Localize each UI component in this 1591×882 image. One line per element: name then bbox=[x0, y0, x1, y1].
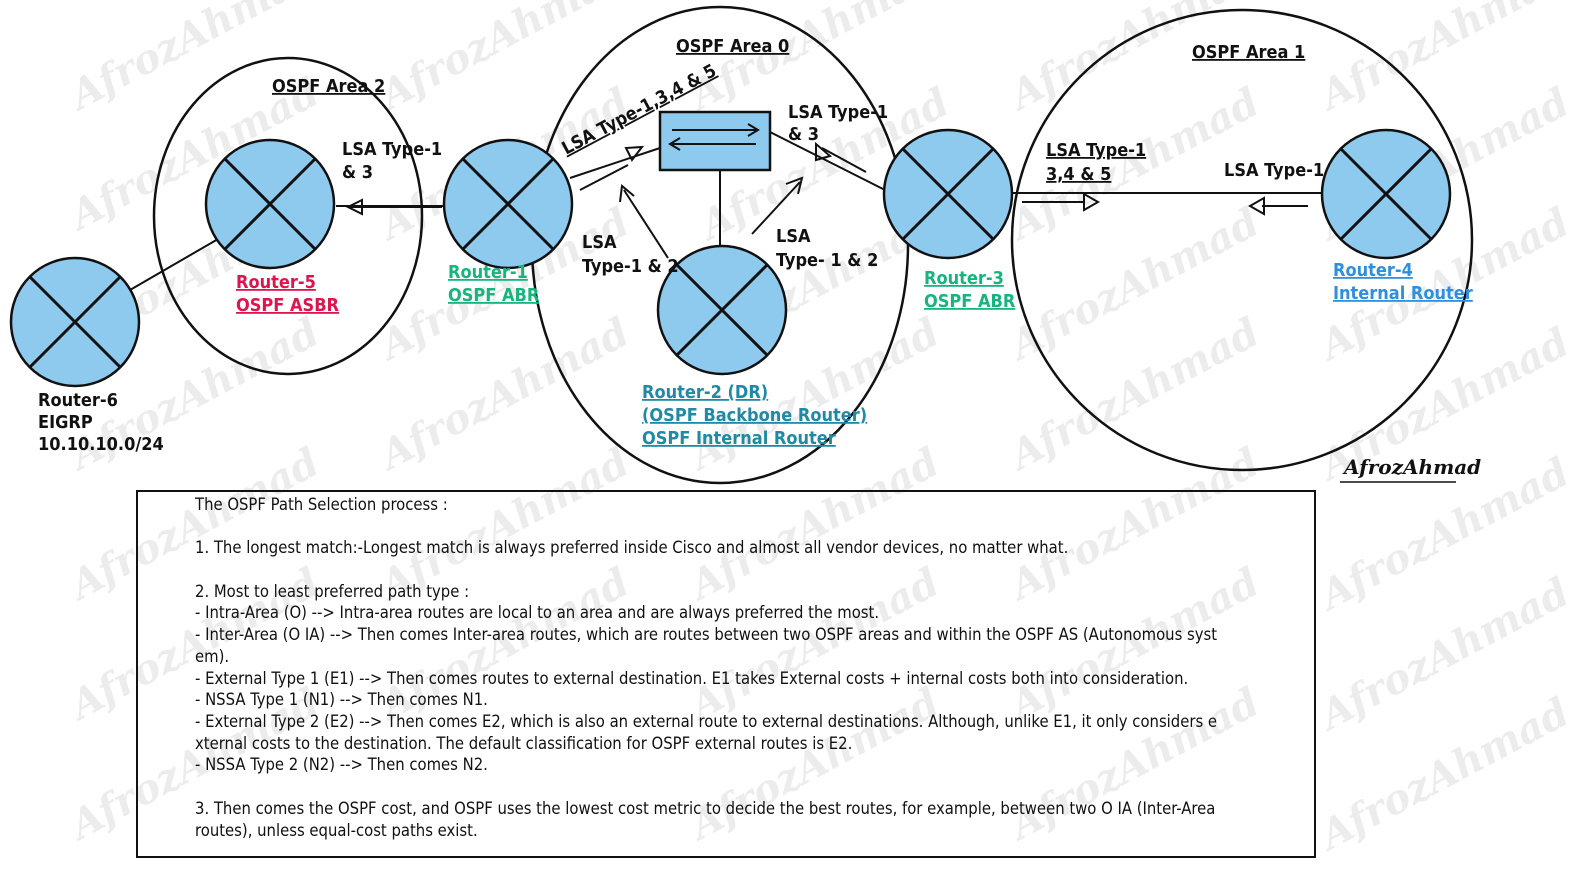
router6-proto: EIGRP bbox=[38, 412, 93, 433]
router2-role: (OSPF Backbone Router) bbox=[642, 405, 867, 426]
lsa-router2-right-line1: LSA bbox=[776, 226, 811, 247]
arrow-area1-left-lsa bbox=[1022, 192, 1101, 212]
lsa-router2-right-line2: Type- 1 & 2 bbox=[776, 250, 878, 271]
router1-name: Router-1 bbox=[448, 262, 528, 283]
router1-icon bbox=[442, 138, 574, 270]
router3-name: Router-3 bbox=[924, 268, 1004, 289]
router6-network: 10.10.10.0/24 bbox=[38, 434, 164, 455]
router2-role2: OSPF Internal Router bbox=[642, 428, 836, 449]
rule-ospf-cost: 3. Then comes the OSPF cost, and OSPF us… bbox=[195, 798, 1216, 818]
lsa-area1-right: LSA Type-1 bbox=[1224, 160, 1324, 181]
path-type-e1: - External Type 1 (E1) --> Then comes ro… bbox=[195, 668, 1189, 688]
rule-longest-match: 1. The longest match:-Longest match is a… bbox=[195, 538, 1069, 558]
lsa-router2-left-line1: LSA bbox=[582, 232, 617, 253]
lsa-area1-left-line2: 3,4 & 5 bbox=[1046, 164, 1111, 185]
arrow-area2-lsa bbox=[345, 198, 442, 216]
router5-icon bbox=[204, 138, 336, 270]
switch-icon bbox=[658, 110, 772, 172]
lsa-router2-left-line2: Type-1 & 2 bbox=[582, 256, 679, 277]
path-type-n2: - NSSA Type 2 (N2) --> Then comes N2. bbox=[195, 755, 488, 775]
path-type-e2: - External Type 2 (E2) --> Then comes E2… bbox=[195, 712, 1218, 731]
router6-icon bbox=[9, 256, 141, 388]
router5-role: OSPF ASBR bbox=[236, 295, 340, 316]
path-type-inter-area: - Inter-Area (O IA) --> Then comes Inter… bbox=[195, 625, 1218, 645]
author-signature: AfrozAhmad bbox=[1342, 455, 1481, 479]
router3-icon bbox=[882, 128, 1014, 260]
area1-boundary bbox=[1010, 8, 1474, 472]
router4-role: Internal Router bbox=[1333, 283, 1473, 304]
area0-title: OSPF Area 0 bbox=[676, 36, 789, 57]
rule-path-type-heading: 2. Most to least preferred path type : bbox=[195, 581, 470, 601]
link-router6-router5 bbox=[129, 234, 226, 291]
lsa-area1-left-line1: LSA Type-1 bbox=[1046, 140, 1146, 161]
arrow-router3-lsa bbox=[815, 141, 867, 173]
router6-name: Router-6 bbox=[38, 390, 118, 411]
lsa-router3-line1: LSA Type-1 bbox=[788, 102, 888, 123]
router1-role: OSPF ABR bbox=[448, 285, 540, 306]
rule-ospf-cost-cont: routes), unless equal-cost paths exist. bbox=[195, 820, 478, 840]
arrow-router2-right-lsa bbox=[751, 176, 804, 235]
path-type-n1: - NSSA Type 1 (N1) --> Then comes N1. bbox=[195, 690, 488, 710]
lsa-area2-line1: LSA Type-1 bbox=[342, 139, 442, 160]
path-type-e2-cont: xternal costs to the destination. The de… bbox=[195, 733, 853, 753]
lsa-router3-line2: & 3 bbox=[788, 124, 819, 145]
router5-name: Router-5 bbox=[236, 272, 316, 293]
link-router1-switch bbox=[569, 147, 661, 179]
area2-title: OSPF Area 2 bbox=[272, 76, 385, 97]
path-type-intra-area: - Intra-Area (O) --> Intra-area routes a… bbox=[195, 603, 880, 623]
textbox-title: The OSPF Path Selection process : bbox=[195, 495, 448, 514]
area1-title: OSPF Area 1 bbox=[1192, 42, 1305, 63]
router3-role: OSPF ABR bbox=[924, 291, 1016, 312]
area2-boundary bbox=[152, 56, 424, 376]
link-switch-router3 bbox=[769, 131, 886, 191]
lsa-area2-line2: & 3 bbox=[342, 162, 373, 183]
arrow-area0-diag-lsa bbox=[579, 145, 645, 191]
router4-icon bbox=[1320, 128, 1452, 260]
router4-name: Router-4 bbox=[1333, 260, 1413, 281]
path-type-inter-area-cont: em). bbox=[195, 646, 230, 666]
arrow-router2-left-lsa bbox=[619, 184, 669, 259]
path-selection-textbox: The OSPF Path Selection process : 1. The… bbox=[136, 490, 1316, 858]
arrow-area1-right-lsa bbox=[1247, 196, 1308, 216]
router2-name: Router-2 (DR) bbox=[642, 382, 768, 403]
